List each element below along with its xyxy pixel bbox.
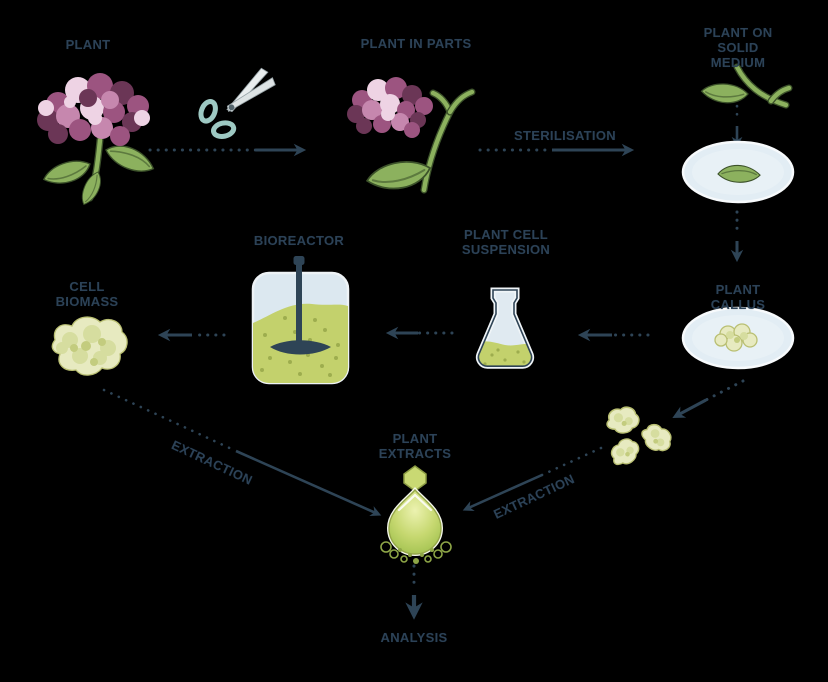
label-sterilisation: STERILISATION bbox=[514, 128, 616, 143]
label-bioreactor: BIOREACTOR bbox=[253, 233, 345, 248]
label-cell-biomass: CELL BIOMASS bbox=[55, 279, 119, 309]
label-analysis: ANALYSIS bbox=[380, 630, 448, 645]
label-plant-cell-suspension: PLANT CELL SUSPENSION bbox=[461, 227, 551, 257]
label-plant-on-solid-medium: PLANT ON SOLID MEDIUM bbox=[703, 25, 773, 70]
solid-medium-group bbox=[681, 63, 795, 204]
bioreactor-icon bbox=[251, 256, 350, 385]
falling-leaf-icon bbox=[699, 79, 750, 108]
arrow-extraction-right bbox=[462, 446, 603, 511]
label-plant-extracts: PLANT EXTRACTS bbox=[378, 431, 452, 461]
cut-flower-cluster bbox=[347, 77, 433, 138]
petri-dish-leaf-icon bbox=[681, 140, 795, 204]
stirrer-icon bbox=[270, 256, 331, 355]
label-plant-callus: PLANT CALLUS bbox=[710, 282, 766, 312]
flask-icon bbox=[475, 287, 535, 369]
plant-in-parts-icon bbox=[347, 77, 476, 194]
arrow-extraction-left bbox=[102, 388, 382, 517]
petri-dish-callus-icon bbox=[681, 306, 795, 370]
plant-icon bbox=[37, 73, 158, 208]
scissors-icon bbox=[198, 67, 276, 139]
arrow-callus-to-clumps bbox=[672, 379, 745, 418]
callus-clumps-icon bbox=[605, 406, 678, 471]
cut-stem bbox=[420, 88, 476, 194]
label-plant: PLANT bbox=[65, 37, 111, 52]
cell-biomass-icon bbox=[51, 316, 128, 376]
flower-head bbox=[37, 73, 150, 146]
label-plant-in-parts: PLANT IN PARTS bbox=[360, 36, 472, 51]
droplet-icon bbox=[380, 465, 452, 564]
droplet-sparkle-dots bbox=[380, 541, 452, 564]
callus-icon bbox=[714, 323, 758, 352]
